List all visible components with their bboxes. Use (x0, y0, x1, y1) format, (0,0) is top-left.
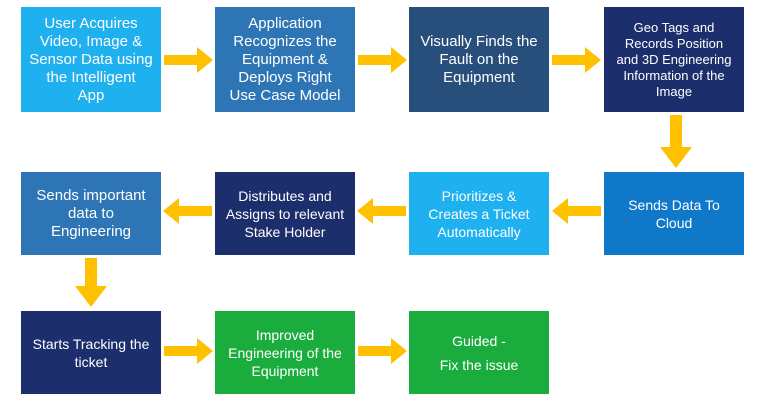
arrow-6-to-7 (357, 198, 406, 224)
step-5-box: Sends Data To Cloud (604, 172, 744, 255)
step-5-text: Sends Data To Cloud (628, 196, 720, 231)
step-7-text: Distributes and Assigns to relevant Stak… (225, 187, 345, 240)
step-1-box: User Acquires Video, Image & Sensor Data… (21, 7, 161, 112)
step-4-text: Geo Tags and Records Position and 3D Eng… (616, 19, 732, 99)
step-4-box: Geo Tags and Records Position and 3D Eng… (604, 7, 744, 112)
step-9-box: Starts Tracking the ticket (21, 311, 161, 394)
step-11-text: Guided - Fix the issue (439, 332, 519, 373)
arrow-10-to-11 (358, 338, 407, 364)
arrow-7-to-8 (163, 198, 212, 224)
arrow-1-to-2 (164, 47, 213, 73)
step-8-box: Sends important data to Engineering (21, 172, 161, 255)
step-1-text: User Acquires Video, Image & Sensor Data… (29, 14, 153, 104)
arrow-9-to-10 (164, 338, 213, 364)
step-7-box: Distributes and Assigns to relevant Stak… (215, 172, 355, 255)
step-6-box: Prioritizes & Creates a Ticket Automatic… (409, 172, 549, 255)
arrow-5-to-6 (552, 198, 601, 224)
step-9-text: Starts Tracking the ticket (32, 335, 150, 370)
step-6-text: Prioritizes & Creates a Ticket Automatic… (428, 187, 530, 240)
step-2-box: Application Recognizes the Equipment & D… (215, 7, 355, 112)
step-11-box: Guided - Fix the issue (409, 311, 549, 394)
step-3-text: Visually Finds the Fault on the Equipmen… (420, 32, 538, 86)
step-2-text: Application Recognizes the Equipment & D… (229, 14, 341, 104)
arrow-8-to-9 (75, 258, 107, 307)
step-10-text: Improved Engineering of the Equipment (228, 326, 342, 379)
arrow-3-to-4 (552, 47, 601, 73)
arrow-2-to-3 (358, 47, 407, 73)
arrow-4-to-5 (660, 115, 692, 168)
step-10-box: Improved Engineering of the Equipment (215, 311, 355, 394)
step-8-text: Sends important data to Engineering (36, 186, 146, 240)
step-3-box: Visually Finds the Fault on the Equipmen… (409, 7, 549, 112)
